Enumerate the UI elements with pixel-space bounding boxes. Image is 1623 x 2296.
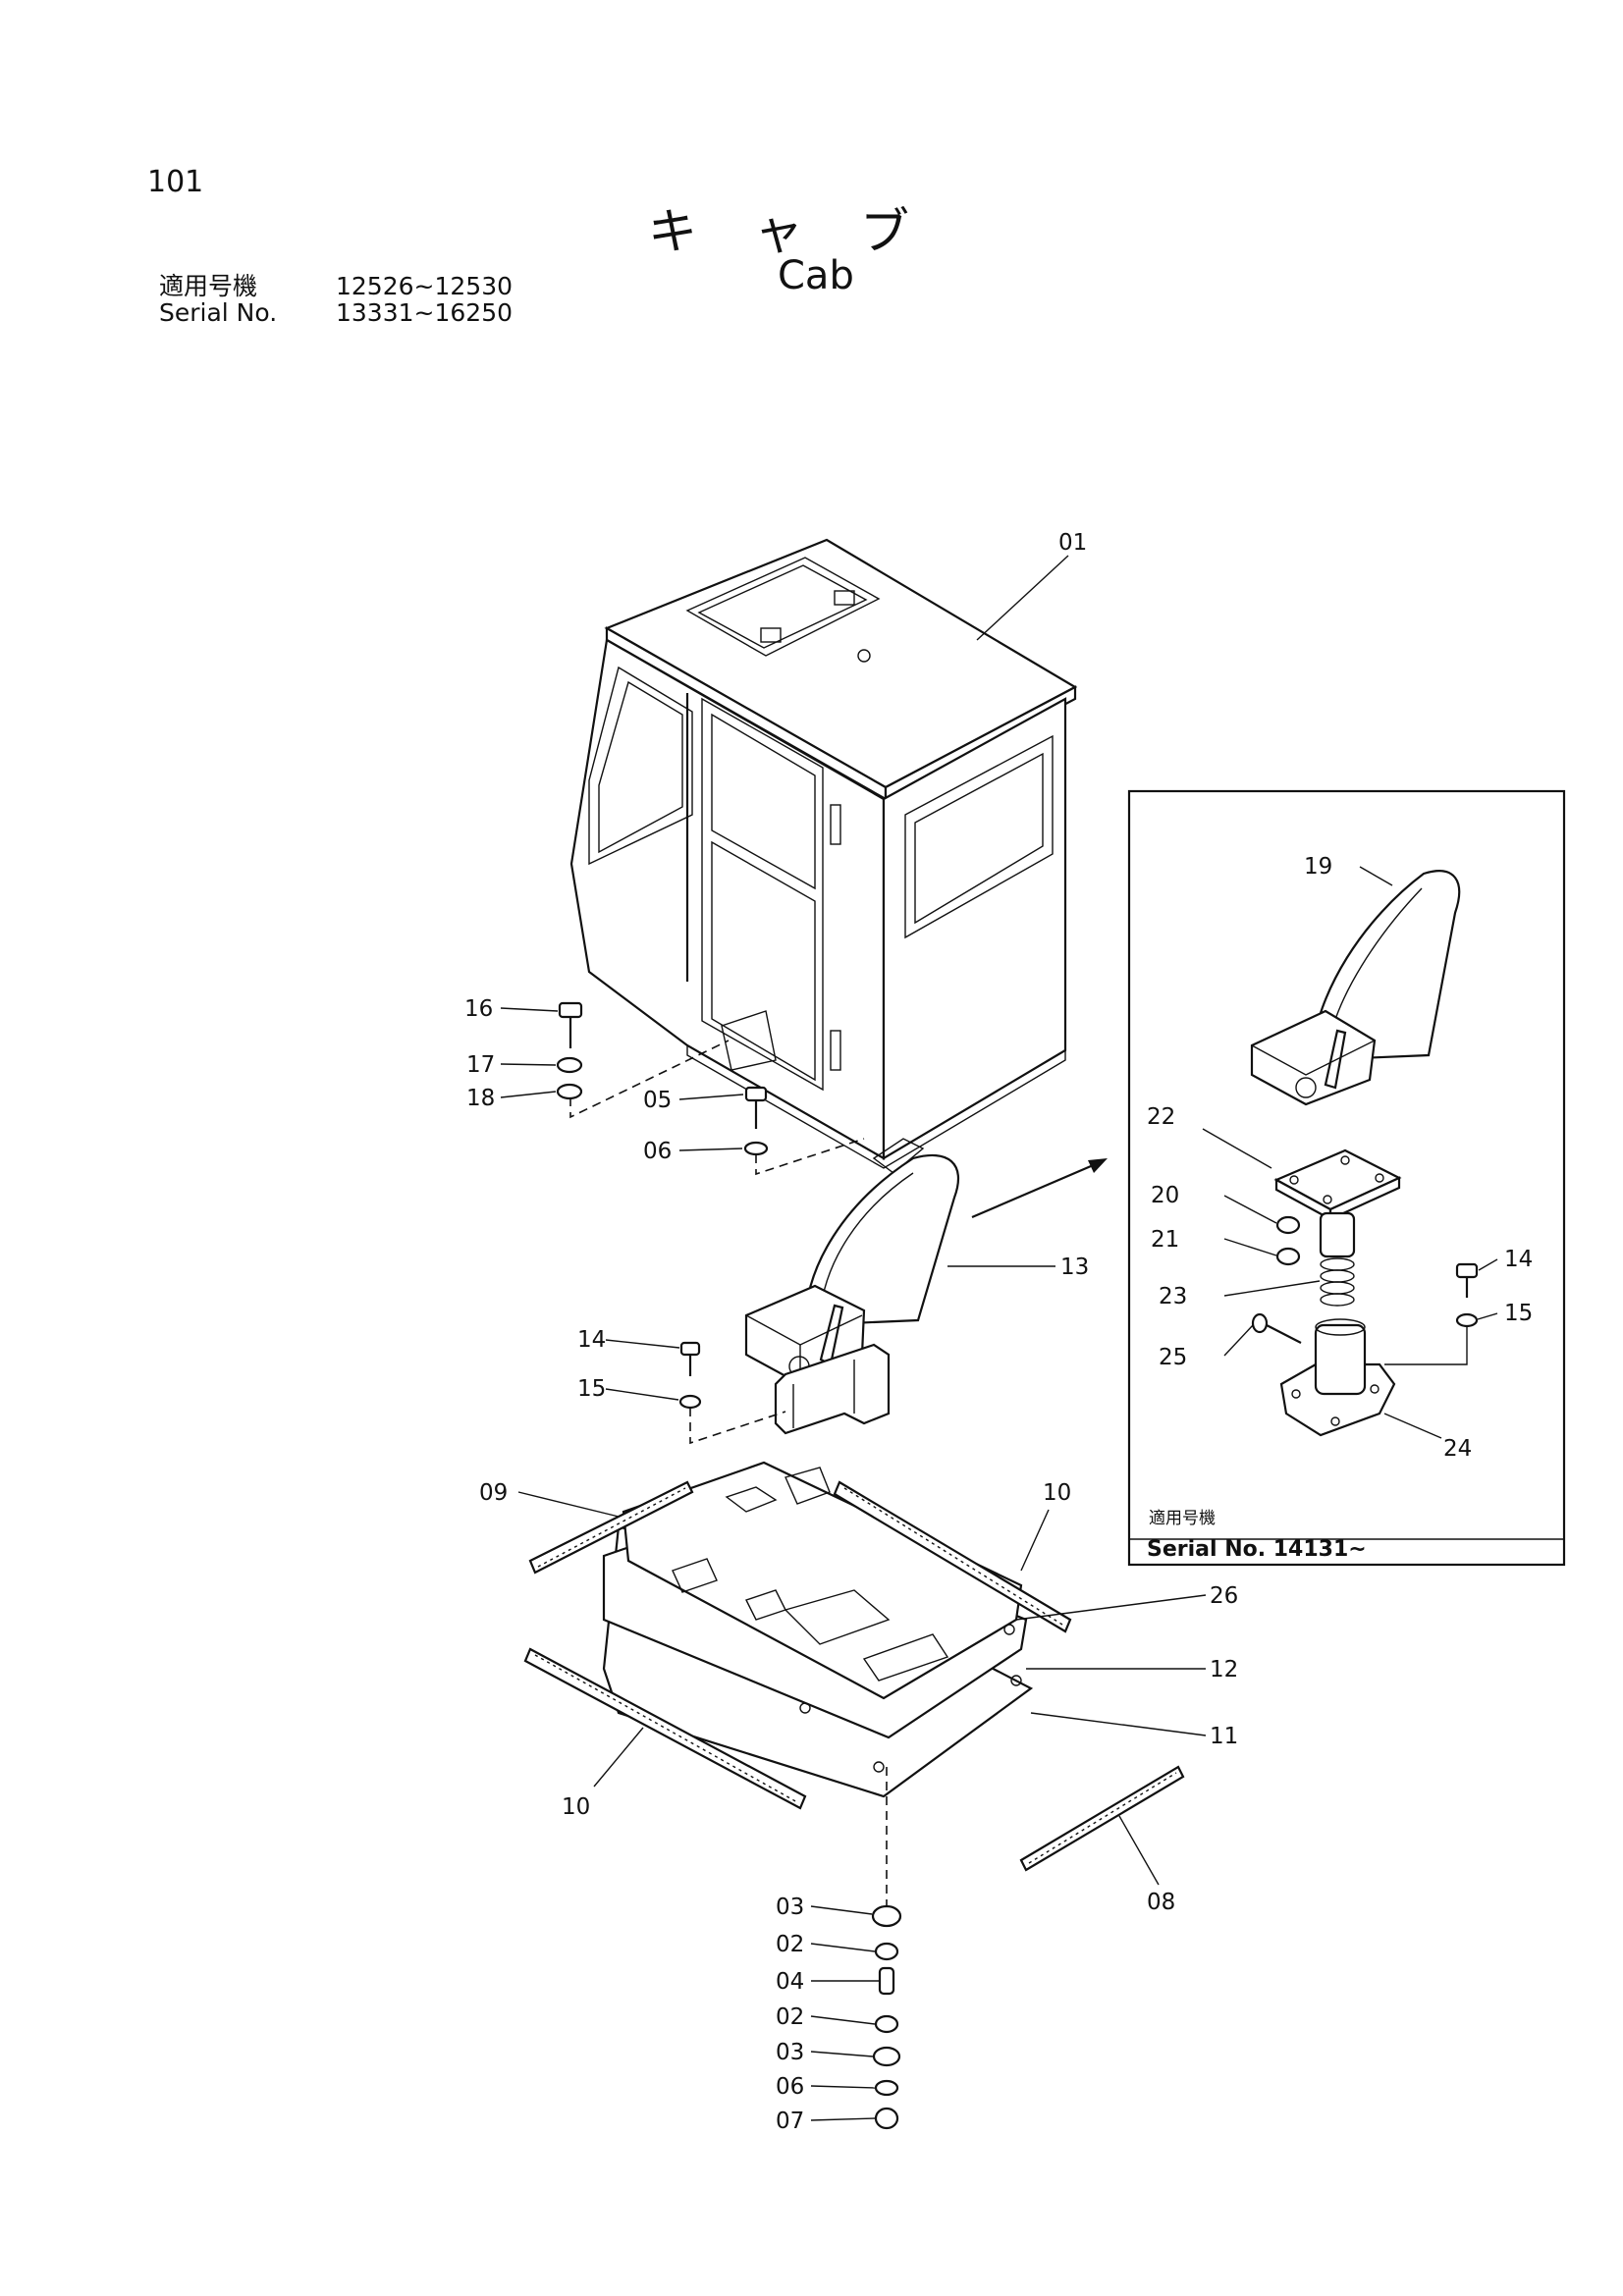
callout-14a: 14 <box>577 1327 606 1353</box>
callout-12: 12 <box>1210 1657 1238 1682</box>
callout-02b: 02 <box>776 2004 804 2030</box>
callout-09: 09 <box>479 1480 508 1506</box>
inset-note-jp: 適用号機 <box>1149 1509 1216 1528</box>
floor-rails <box>523 1480 1185 1872</box>
callout-04: 04 <box>776 1969 804 1995</box>
floor-plates <box>602 1461 1034 1798</box>
bolt-16 <box>558 1001 583 1048</box>
washer-18 <box>556 1083 583 1100</box>
callout-01: 01 <box>1058 530 1087 556</box>
callout-24: 24 <box>1443 1436 1472 1462</box>
callout-23: 23 <box>1159 1284 1187 1309</box>
serial-label-jp: 適用号機 <box>159 272 258 300</box>
callout-10b: 10 <box>562 1794 590 1820</box>
callout-06b: 06 <box>776 2074 804 2100</box>
callout-10a: 10 <box>1043 1480 1071 1506</box>
inset-nut-21 <box>1275 1247 1301 1266</box>
inset-seat-19 <box>1250 870 1461 1106</box>
callout-26: 26 <box>1210 1583 1238 1609</box>
callout-21: 21 <box>1151 1227 1179 1253</box>
title-japanese: キャブ <box>648 203 966 260</box>
callout-19: 19 <box>1304 854 1332 880</box>
serial-range-jp: 12526~12530 <box>336 272 514 300</box>
callout-08: 08 <box>1147 1890 1175 1915</box>
washer-06 <box>743 1141 769 1156</box>
callout-03b: 03 <box>776 2040 804 2065</box>
serial-label-en: Serial No. <box>159 298 278 327</box>
inset-washer-15 <box>1455 1312 1479 1328</box>
operator-seat <box>744 1153 960 1435</box>
bolt-14 <box>679 1341 701 1376</box>
callout-14b: 14 <box>1504 1247 1533 1272</box>
inset-base-24 <box>1279 1318 1396 1437</box>
serial-applicability: 適用号機 12526~12530 Serial No. 13331~16250 <box>159 273 513 326</box>
callout-18: 18 <box>466 1086 495 1111</box>
inset-washer-20 <box>1275 1215 1301 1235</box>
inset-bracket-22 <box>1273 1148 1402 1221</box>
bolt-05 <box>744 1086 768 1129</box>
callout-11: 11 <box>1210 1724 1238 1749</box>
callout-22: 22 <box>1147 1104 1175 1130</box>
washer-17 <box>556 1056 583 1074</box>
cab-body <box>569 538 1078 1174</box>
callout-17: 17 <box>466 1052 495 1078</box>
detail-inset <box>1127 789 1566 1567</box>
washer-15 <box>678 1394 702 1410</box>
inset-serial: Serial No. 14131~ <box>1147 1537 1367 1562</box>
callout-05: 05 <box>643 1088 672 1113</box>
title-english: Cab <box>778 253 854 298</box>
callout-15a: 15 <box>577 1376 606 1402</box>
callout-16: 16 <box>464 996 493 1022</box>
callout-03a: 03 <box>776 1895 804 1920</box>
callout-20: 20 <box>1151 1183 1179 1208</box>
serial-range-en: 13331~16250 <box>336 298 514 327</box>
page-number: 101 <box>147 165 204 199</box>
callout-25: 25 <box>1159 1345 1187 1370</box>
inset-post <box>1319 1211 1356 1258</box>
inset-pin-25 <box>1251 1312 1302 1344</box>
callout-13: 13 <box>1060 1255 1089 1280</box>
callout-15b: 15 <box>1504 1301 1533 1326</box>
inset-spring-23 <box>1320 1257 1355 1307</box>
callout-07: 07 <box>776 2109 804 2134</box>
callout-06a: 06 <box>643 1139 672 1164</box>
mount-stack <box>871 1904 902 2130</box>
callout-02a: 02 <box>776 1932 804 1957</box>
inset-bolt-14 <box>1455 1262 1479 1298</box>
leader-lines <box>500 555 1498 2121</box>
